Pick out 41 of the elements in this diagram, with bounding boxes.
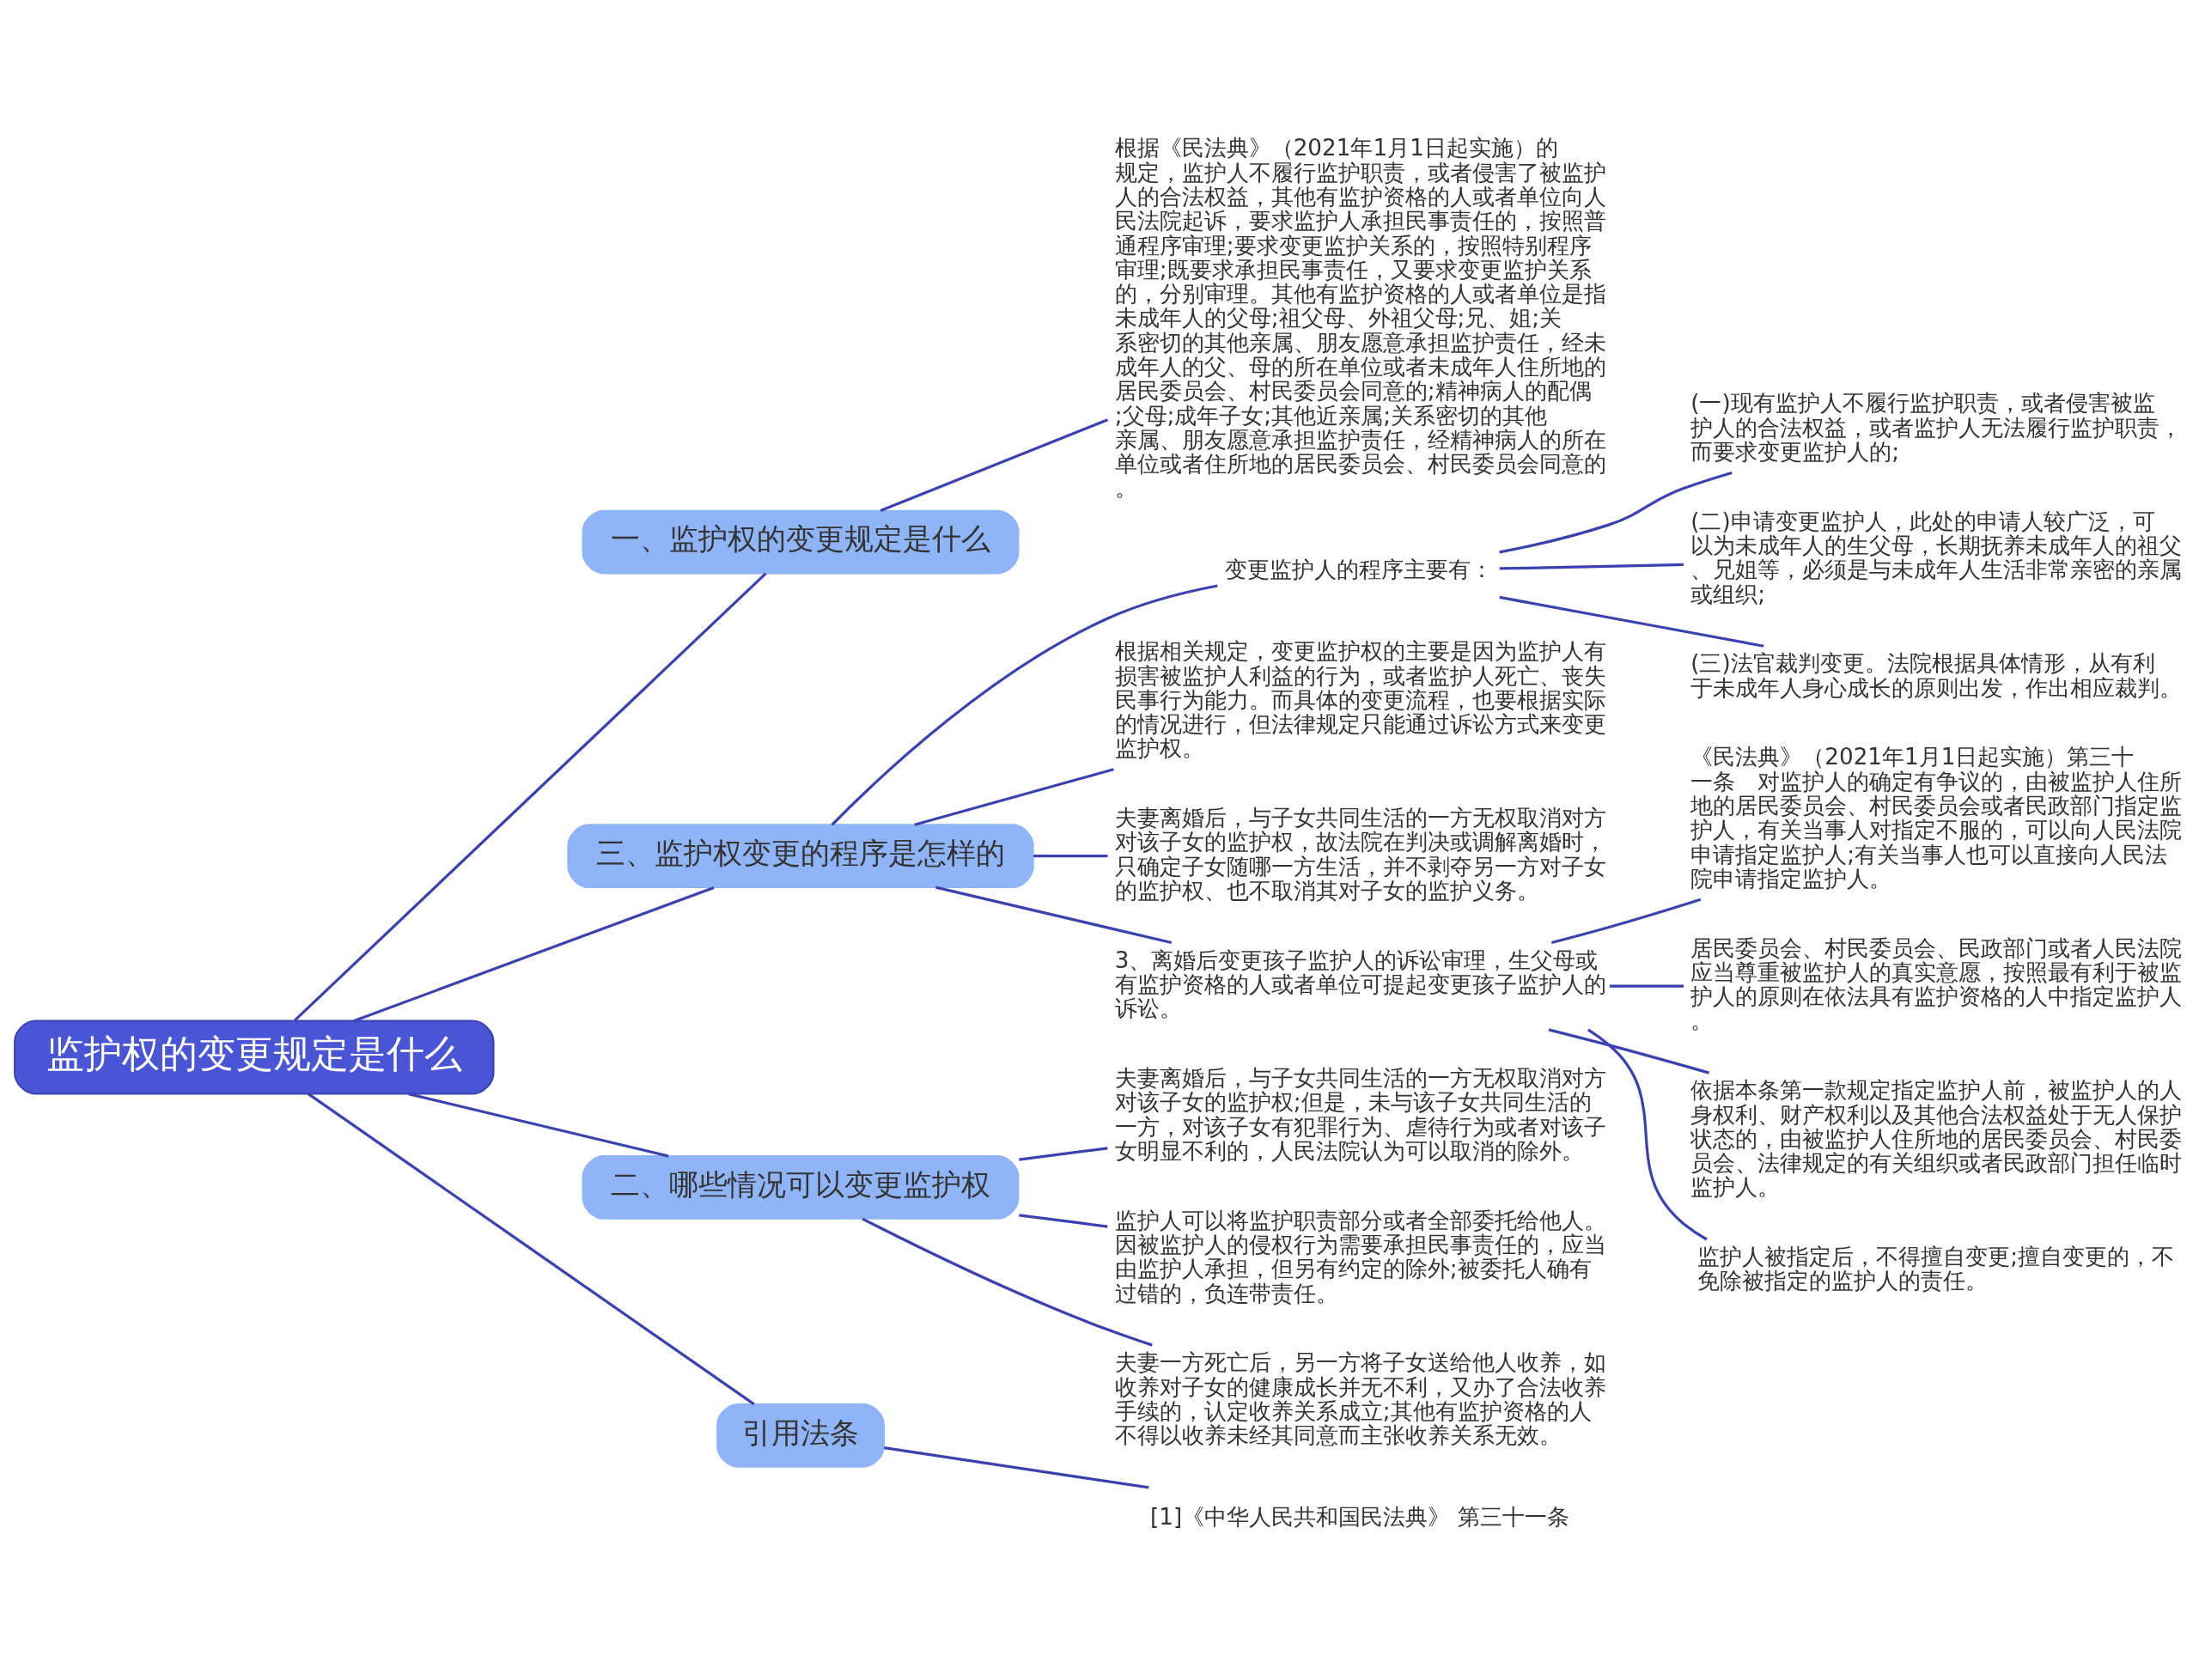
connector — [1032, 854, 1107, 857]
connector — [1587, 1028, 1708, 1240]
connector — [861, 1217, 1153, 1347]
node-text: 居民委员会、村民委员会、民政部门或者人民法院应当尊重被监护人的真实意愿，按照最有利于被监护人的原则在依法具有监护资格的人中指定监护人。 — [1690, 934, 2182, 1033]
node-box: 一、监护权的变更规定是什么 — [582, 509, 1020, 574]
connector — [913, 767, 1114, 826]
connector — [1499, 563, 1684, 570]
connector — [353, 886, 714, 1022]
node-text: 夫妻一方死亡后，另一方将子女送给他人收养，如收养对子女的健康成长并无不利，又办了合法收养手续的，认定收养关系成立;其他有监护资格的人不得以收养未经其同意而主张收养关系无效。 — [1114, 1348, 1606, 1448]
connector — [293, 571, 767, 1021]
node-text: 监护人被指定后，不得擅自变更;擅自变更的，不免除被指定的监护人的责任。 — [1696, 1243, 2174, 1293]
node-text: 《民法典》（2021年1月1日起实施）第三十一条 对监护人的确定有争议的，由被监护人住所地的居民委员会、村民委员会或者民政部门指定监护人，有关当事人对指定不服的，可以向人民法院申请指定监护人;有关当事人也可以直接向人民法院申请指定监护人。 — [1690, 743, 2182, 892]
connector — [1548, 1027, 1709, 1074]
node-text: 根据《民法典》（2021年1月1日起实施）的规定，监护人不履行监护职责，或者侵害了被监护人的合法权益，其他有监护资格的人或者单位向人民法院起诉，要求监护人承担民事责任的，按照普通程序审理;要求变更监护关系的，按照特别程序审理;既要求承担民事责任，又要求变更监护关系的，分别审理。其他有监护资格的人或者单位是指未成年人的父母;祖父母、外祖父母;兄、姐;关系密切的其他亲属、朋友愿意承担监护责任，经未成年人的父、母的所在单位或者未成年人住所地的居民委员会、村民委员会同意的;精神病人的配偶;父母;成年子女;其他近亲属;关系密切的其他亲属、朋友愿意承担监护责任，经精神病人的所在单位或者住所地的居民委员会、村民委员会同意的。 — [1114, 134, 1606, 501]
connector — [1550, 898, 1701, 944]
node-text: 依据本条第一款规定指定监护人前，被监护人的人身权利、财产权利以及其他合法权益处于无人保护状态的，由被监护人住所地的居民委员会、村民委员会、法律规定的有关组织或者民政部门担任临时监护人。 — [1690, 1076, 2182, 1200]
connector — [883, 1446, 1149, 1488]
node-box: 三、监护权变更的程序是怎样的 — [566, 823, 1034, 888]
node-text: 根据相关规定，变更监护权的主要是因为监护人有损害被监护人利益的行为，或者监护人死亡、丧失民事行为能力。而具体的变更流程，也要根据实际的情况进行，但法律规定只能通过诉讼方式来变更监护权。 — [1114, 637, 1606, 761]
node-box: 监护权的变更规定是什么 — [13, 1020, 495, 1094]
connector — [935, 886, 1172, 944]
node-text: (二)申请变更监护人，此处的申请人较广泛，可以为未成年人的生父母，长期抚养未成年人的祖父、兄姐等，必须是与未成年人生活非常亲密的亲属或组织; — [1690, 508, 2182, 607]
connector — [1498, 595, 1763, 648]
node-text: 夫妻离婚后，与子女共同生活的一方无权取消对方对该子女的监护权，故法院在判决或调解离婚时，只确定子女随哪一方生活，并不剥夺另一方对子女的监护权、也不取消其对子女的监护义务。 — [1114, 804, 1606, 904]
node-text: [1]《中华人民共和国民法典》 第三十一条 — [1149, 1503, 1569, 1530]
connector — [830, 583, 1218, 825]
connector — [1609, 984, 1684, 988]
node-text: 3、离婚后变更孩子监护人的诉讼审理，生父母或有监护资格的人或者单位可提起变更孩子监护人的诉讼。 — [1114, 947, 1606, 1021]
node-text: (三)法官裁判变更。法院根据具体情形，从有利于未成年人身心成长的原则出发，作出相应裁判。 — [1690, 649, 2182, 701]
connector — [1018, 1146, 1108, 1161]
node-box: 二、哪些情况可以变更监护权 — [582, 1154, 1020, 1220]
node-box: 引用法条 — [716, 1403, 885, 1468]
node-text: (一)现有监护人不履行监护职责，或者侵害被监护人的合法权益，或者监护人无法履行监护职责，而要求变更监护人的; — [1690, 389, 2182, 465]
connector — [307, 1092, 755, 1405]
node-text: 变更监护人的程序主要有： — [1224, 556, 1493, 582]
connector — [1498, 471, 1733, 553]
connector — [407, 1092, 669, 1158]
connector — [880, 417, 1108, 512]
node-text: 夫妻离婚后，与子女共同生活的一方无权取消对方对该子女的监护权;但是，未与该子女共同生活的一方，对该子女有犯罪行为、虐待行为或者对该子女明显不利的，人民法院认为可以取消的除外。 — [1114, 1064, 1606, 1164]
node-text: 监护人可以将监护职责部分或者全部委托给他人。因被监护人的侵权行为需要承担民事责任的，应当由监护人承担，但另有约定的除外;被委托人确有过错的，负连带责任。 — [1114, 1207, 1606, 1306]
connector — [1018, 1213, 1108, 1228]
